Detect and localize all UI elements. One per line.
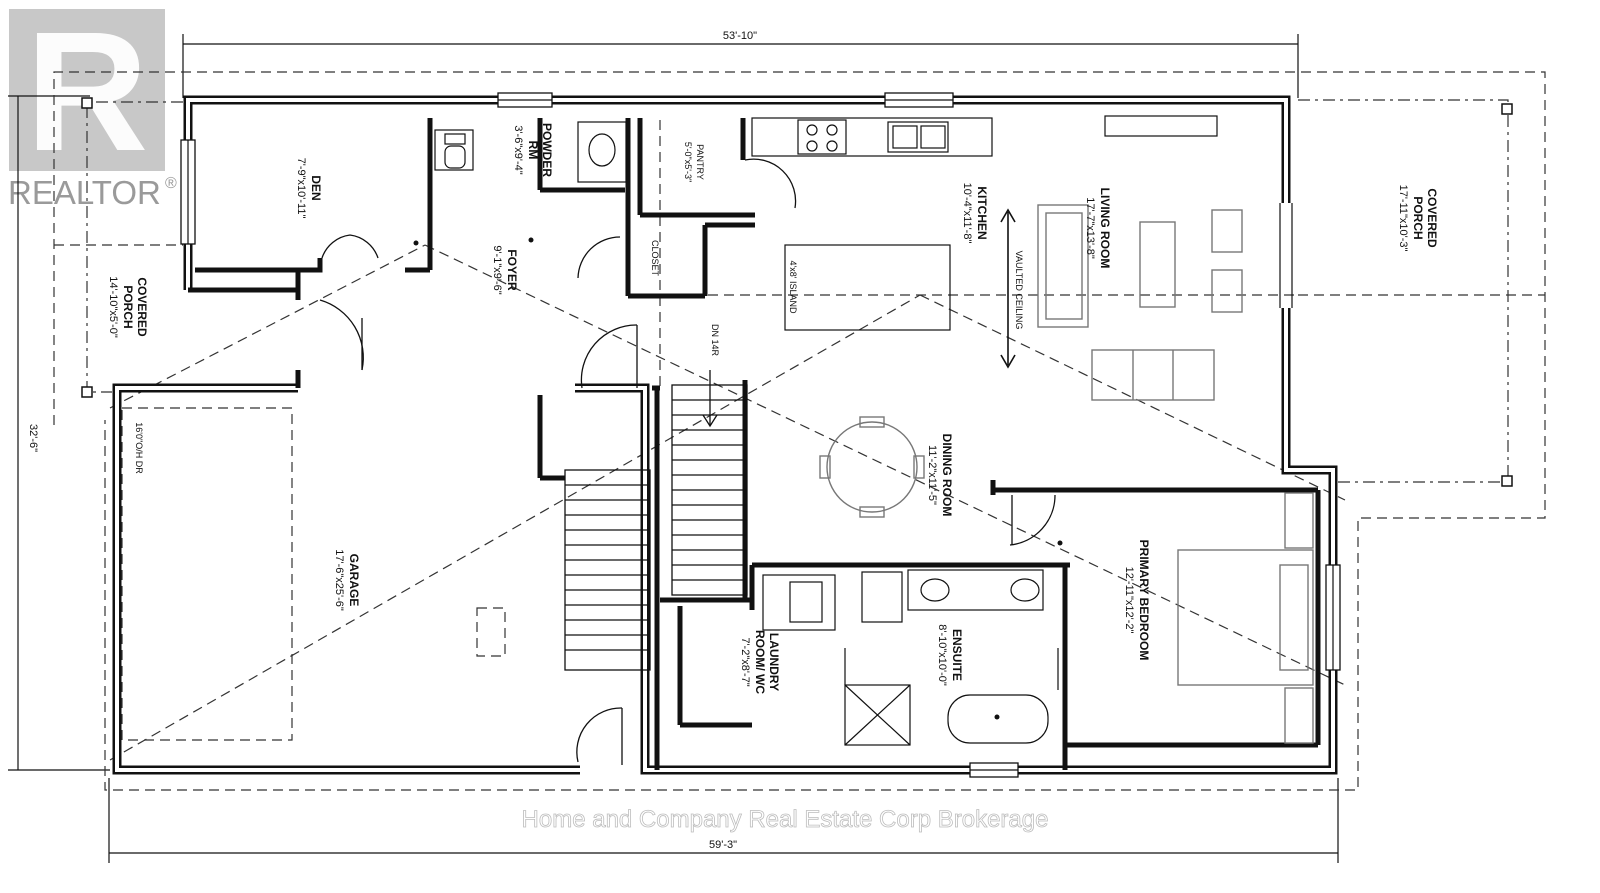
ensuite-label: ENSUITE 8'-10"x10'-0" <box>936 624 964 686</box>
foyer-name: FOYER <box>505 249 519 291</box>
windows <box>180 92 1341 778</box>
closet-label: CLOSET <box>650 240 660 277</box>
vaulted-ceiling-arrow <box>1000 208 1016 369</box>
garage-door-name: 16'0"O/H DR <box>134 422 144 474</box>
dimension-lines <box>8 34 1339 863</box>
powder-room-label: POWDER RM 3'-6"x9'-4" <box>512 123 554 177</box>
primary-bedroom-label: PRIMARY BEDROOM 12'-11"x12'-2" <box>1123 540 1151 661</box>
fixtures <box>434 115 1218 746</box>
logo-text: REALTOR <box>8 174 161 211</box>
watermark: Home and Company Real Estate Corp Broker… <box>522 806 1049 833</box>
powder-name-2: RM <box>526 141 540 160</box>
covered-porch-right-name: COVERED <box>1425 188 1439 248</box>
laundry-name-2: ROOM/ WC <box>753 630 767 694</box>
covered-porch-right-size: 17'-11"x10'-3" <box>1397 185 1409 252</box>
covered-porch-left-label: COVERED PORCH 14'-10"x5'-0" <box>107 276 149 338</box>
garage-name: GARAGE <box>347 554 361 607</box>
covered-porch-right-label: COVERED PORCH 17'-11"x10'-3" <box>1397 185 1439 252</box>
stairs <box>564 370 748 671</box>
covered-porch-right-name-2: PORCH <box>1411 196 1425 239</box>
covered-porch-left-outline <box>81 97 183 398</box>
kitchen-name: KITCHEN <box>975 186 989 239</box>
vaulted-name: VAULTED CEILING <box>1014 251 1024 330</box>
pantry-size: 5'-0"x5'-3" <box>683 142 693 182</box>
island-name: 4'x8' ISLAND <box>788 261 798 314</box>
laundry-label: LAUNDRY ROOM/ WC 7'-2"x8'-7" <box>739 630 781 694</box>
interior-walls <box>188 118 1321 770</box>
dining-room-label: DINING ROOM 11'-2"x11'-5" <box>926 434 954 517</box>
dining-name: DINING ROOM <box>940 434 954 517</box>
ensuite-size: 8'-10"x10'-0" <box>936 624 948 686</box>
bottom-width-dimension: 59'-3" <box>709 839 737 851</box>
garage-door-label: 16'0"O/H DR <box>134 422 144 474</box>
covered-porch-right-outline <box>1298 99 1513 487</box>
den-name: DEN <box>309 175 323 200</box>
ceiling-fixture-markers <box>413 237 1063 546</box>
stairs-label: DN 14R <box>710 324 720 357</box>
island-label: 4'x8' ISLAND <box>788 261 798 314</box>
kitchen-size: 10'-4"x11'-8" <box>961 183 973 244</box>
powder-name: POWDER <box>540 123 554 177</box>
vaulted-ceiling-label: VAULTED CEILING <box>1014 251 1024 330</box>
primary-name: PRIMARY BEDROOM <box>1137 540 1151 661</box>
furniture <box>476 204 1314 744</box>
covered-porch-left-size: 14'-10"x5'-0" <box>107 276 119 338</box>
roof-overhang-outline <box>53 71 1546 791</box>
dining-size: 11'-2"x11'-5" <box>926 445 938 505</box>
living-room-label: LIVING ROOM 17'-7"x13'-8" <box>1084 188 1112 269</box>
laundry-name: LAUNDRY <box>767 633 781 691</box>
left-depth-dimension: 32'-6" <box>27 424 39 452</box>
covered-porch-left-name-2: PORCH <box>121 285 135 328</box>
closet-name: CLOSET <box>650 240 660 277</box>
covered-porch-left-name: COVERED <box>135 277 149 337</box>
foyer-label: FOYER 9'-1"x9'-6" <box>491 245 519 294</box>
realtor-logo: R REALTOR ® <box>8 0 177 211</box>
powder-size: 3'-6"x9'-4" <box>512 125 524 174</box>
top-width-dimension: 53'-10" <box>723 30 757 42</box>
foyer-size: 9'-1"x9'-6" <box>491 245 503 294</box>
garage-size: 17'-6"x25'-6" <box>333 549 345 611</box>
pantry-name: PANTRY <box>695 144 705 180</box>
pantry-label: PANTRY 5'-0"x5'-3" <box>683 142 705 182</box>
laundry-size: 7'-2"x8'-7" <box>739 637 751 686</box>
kitchen-label: KITCHEN 10'-4"x11'-8" <box>961 183 989 244</box>
living-name: LIVING ROOM <box>1098 188 1112 269</box>
ensuite-name: ENSUITE <box>950 629 964 681</box>
primary-size: 12'-11"x12'-2" <box>1123 567 1135 634</box>
den-size: 7'-9"x10'-11" <box>295 158 307 219</box>
garage-label: GARAGE 17'-6"x25'-6" <box>333 549 361 611</box>
living-size: 17'-7"x13'-8" <box>1084 197 1096 259</box>
logo-letter: R <box>26 0 149 187</box>
door-swings <box>319 158 1056 765</box>
den-label: DEN 7'-9"x10'-11" <box>295 158 323 219</box>
stairs-name: DN 14R <box>710 324 720 357</box>
room-labels: DEN 7'-9"x10'-11" POWDER RM 3'-6"x9'-4" … <box>107 123 1439 694</box>
logo-registered-mark: ® <box>165 175 177 192</box>
